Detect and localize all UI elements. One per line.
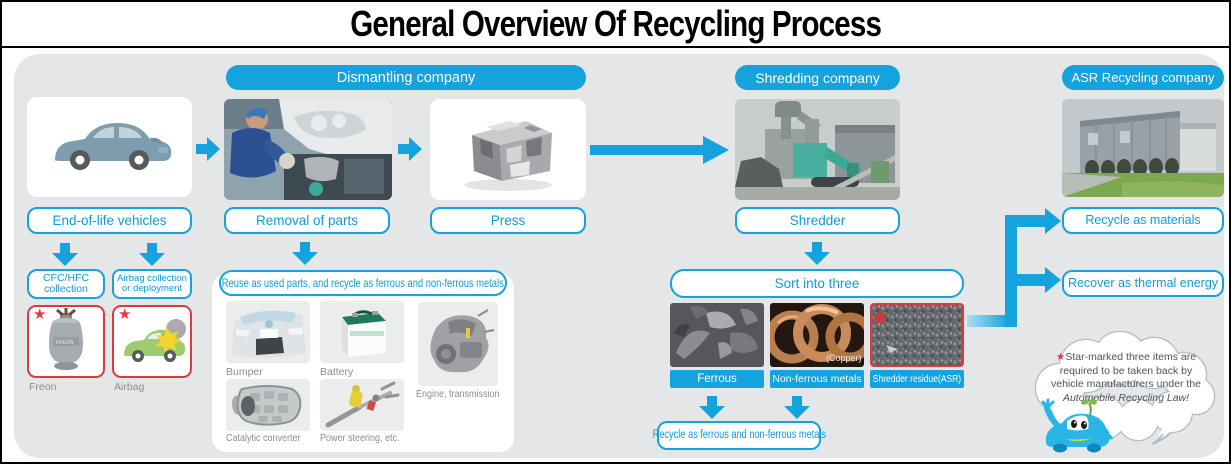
freon-card: ★ FREON xyxy=(27,305,105,378)
recover-thermal-energy-label: Recover as thermal energy xyxy=(1062,270,1224,297)
arrow-down-icon xyxy=(139,243,165,266)
engine-illustration xyxy=(430,309,495,373)
dismantling-company-header: Dismantling company xyxy=(226,65,586,90)
airbag-collection-label: Airbag collection or deployment xyxy=(112,269,192,299)
bumper-illustration xyxy=(232,310,306,358)
press-photo xyxy=(430,99,586,200)
arrow-down-icon xyxy=(52,243,78,266)
ferrous-label: Ferrous xyxy=(670,370,764,388)
arrowhead-materials-icon xyxy=(1045,208,1061,234)
removal-of-parts-photo xyxy=(224,99,392,200)
recycle-metals-label: Recycle as ferrous and non-ferrous metal… xyxy=(652,421,826,450)
svg-text:FREON: FREON xyxy=(56,340,74,346)
ferrous-photo xyxy=(670,303,764,367)
star-icon: ★ xyxy=(33,306,47,323)
star-icon: ★ xyxy=(118,306,132,323)
shredder-plant-illustration xyxy=(735,99,900,200)
connector-branch-energy xyxy=(1005,274,1047,286)
arrow-down-icon xyxy=(699,396,725,419)
copper-caption: (Copper) xyxy=(826,353,862,363)
title-band: General Overview Of Recycling Process xyxy=(2,2,1229,48)
asr-building-illustration xyxy=(1062,99,1224,197)
power-steering-thumb xyxy=(320,379,404,431)
nonferrous-photo: (Copper) xyxy=(770,303,864,367)
cfc-collection-label: CFC/HFC collection xyxy=(27,269,105,299)
end-of-life-vehicles-label: End-of-life vehicles xyxy=(27,207,192,234)
battery-thumb xyxy=(320,301,404,363)
shredding-company-header: Shredding company xyxy=(735,65,900,90)
airbag-deploy-illustration xyxy=(124,319,186,362)
car-mascot xyxy=(1041,398,1113,453)
engine-thumb xyxy=(418,302,498,386)
asr-label: Shredder residue(ASR) xyxy=(870,370,964,388)
freon-cylinder-illustration: FREON xyxy=(49,308,83,370)
page-title: General Overview Of Recycling Process xyxy=(350,3,882,44)
bumper-thumb xyxy=(226,301,310,363)
asr-recycling-company-header: ASR Recycling company xyxy=(1062,65,1224,90)
battery-illustration xyxy=(342,310,386,357)
end-of-life-vehicle-card xyxy=(27,97,192,197)
catalytic-converter-thumb xyxy=(226,379,310,431)
engine-caption: Engine, transmission xyxy=(416,389,500,400)
catalytic-caption: Catalytic converter xyxy=(226,433,301,444)
long-arrow-right-icon xyxy=(590,136,729,164)
connector-branch-materials xyxy=(1005,215,1047,227)
reuse-header: Reuse as used parts, and recycle as ferr… xyxy=(219,270,507,296)
catalytic-converter-illustration xyxy=(232,385,302,426)
arrow-right-icon xyxy=(196,137,220,161)
arrow-right-icon xyxy=(398,137,422,161)
airbag-card: ★ xyxy=(112,305,192,378)
arrow-down-icon xyxy=(804,242,830,265)
pressed-metal-cube-illustration xyxy=(464,121,552,191)
star-icon: ★ xyxy=(1055,351,1066,363)
recycle-as-materials-label: Recycle as materials xyxy=(1062,207,1224,234)
power-steering-illustration xyxy=(325,381,400,428)
freon-caption: Freon xyxy=(29,381,57,393)
removal-of-parts-label: Removal of parts xyxy=(224,207,390,234)
shredder-photo xyxy=(735,99,900,200)
connector-vertical xyxy=(1005,215,1017,327)
arrow-down-icon xyxy=(292,242,318,265)
shredder-residue-illustration xyxy=(872,305,962,365)
asr-company-photo xyxy=(1062,99,1224,197)
car-illustration xyxy=(55,123,172,170)
bumper-caption: Bumper xyxy=(226,366,263,378)
ferrous-scrap-illustration xyxy=(670,303,764,367)
removal-of-parts-illustration xyxy=(224,99,392,200)
shredder-label: Shredder xyxy=(735,207,900,234)
nonferrous-label: Non-ferrous metals xyxy=(770,370,864,388)
press-label: Press xyxy=(430,207,586,234)
sort-into-three-label: Sort into three xyxy=(670,269,964,298)
connector-asr-stub xyxy=(967,315,1009,327)
battery-caption: Battery xyxy=(320,366,354,378)
arrowhead-energy-icon xyxy=(1045,267,1061,293)
steering-caption: Power steering, etc. xyxy=(320,433,400,444)
asr-photo xyxy=(870,303,964,367)
arrow-down-icon xyxy=(784,396,810,419)
copper-coils-illustration: (Copper) xyxy=(770,303,864,367)
airbag-caption: Airbag xyxy=(114,381,145,393)
bubble-note: ★Star-marked three items are required to… xyxy=(1051,351,1201,404)
